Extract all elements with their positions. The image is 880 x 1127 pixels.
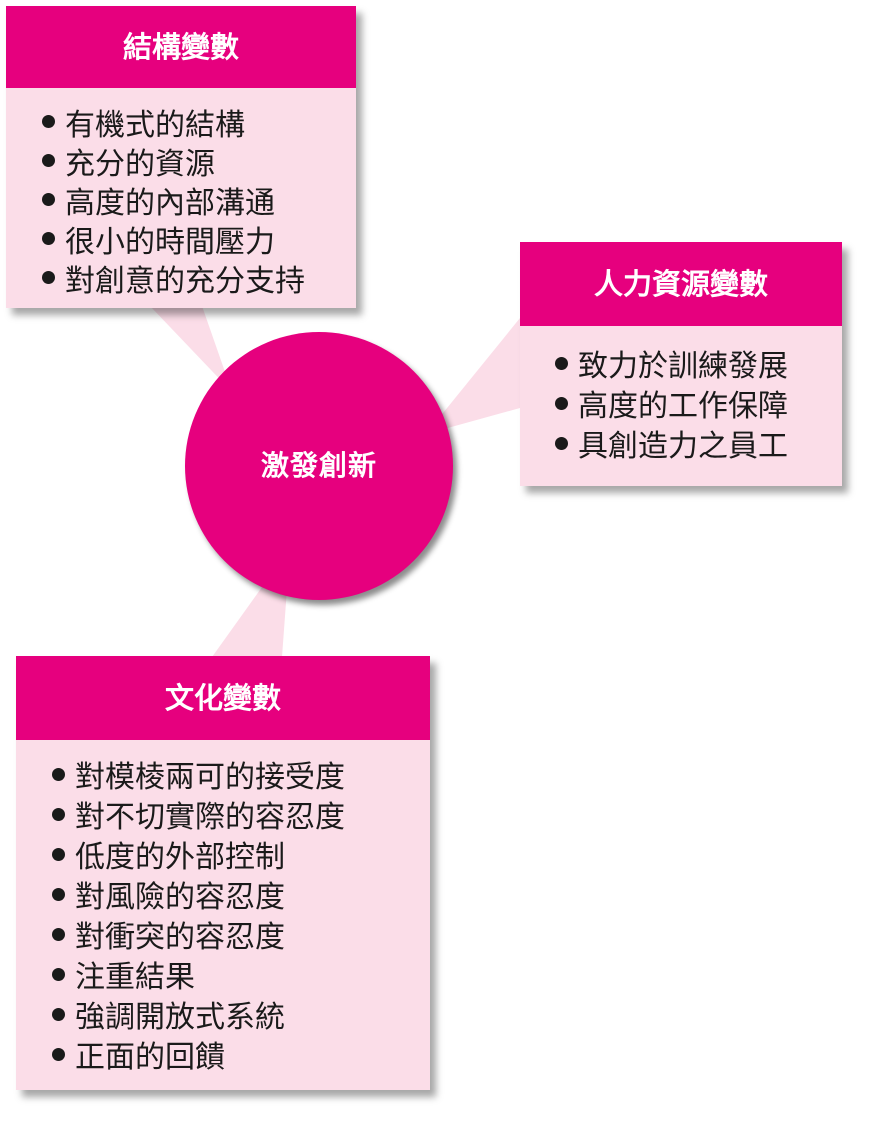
bullet-icon xyxy=(52,887,65,901)
structural-variables-title: 結構變數 xyxy=(6,6,356,88)
bullet-icon xyxy=(52,767,65,781)
bullet-icon xyxy=(42,232,55,245)
bullet-icon xyxy=(42,154,55,167)
center-label: 激發創新 xyxy=(260,449,377,482)
bullet-icon xyxy=(52,847,65,861)
bullet-icon xyxy=(555,356,568,370)
structural-variables-box: 結構變數 有機式的結構 充分的資源 高度的內部溝通 很小的時間壓力 對創意的充分… xyxy=(6,6,356,308)
human-resource-variables-box: 人力資源變數 致力於訓練發展 高度的工作保障 具創造力之員工 xyxy=(520,242,842,486)
list-item: 強調開放式系統 xyxy=(52,994,430,1035)
bullet-icon xyxy=(52,927,65,941)
list-item: 高度的工作保障 xyxy=(555,383,842,424)
list-item: 具創造力之員工 xyxy=(555,423,842,464)
center-node: 激發創新 xyxy=(185,332,453,600)
list-item: 對創意的充分支持 xyxy=(42,258,356,299)
bullet-icon xyxy=(52,967,65,981)
bullet-icon xyxy=(42,115,55,128)
list-item: 對衝突的容忍度 xyxy=(52,914,430,955)
bullet-icon xyxy=(555,436,568,450)
connector-structural xyxy=(150,306,232,392)
bullet-icon xyxy=(42,271,55,284)
list-item: 正面的回饋 xyxy=(52,1034,430,1075)
list-item: 致力於訓練發展 xyxy=(555,343,842,384)
list-item: 對模棱兩可的接受度 xyxy=(52,754,430,795)
bullet-icon xyxy=(555,396,568,410)
cultural-variables-title: 文化變數 xyxy=(16,656,430,740)
human-resource-variables-list: 致力於訓練發展 高度的工作保障 具創造力之員工 xyxy=(520,326,842,464)
list-item: 充分的資源 xyxy=(42,141,356,182)
list-item: 有機式的結構 xyxy=(42,102,356,143)
human-resource-variables-title: 人力資源變數 xyxy=(520,242,842,326)
list-item: 對風險的容忍度 xyxy=(52,874,430,915)
bullet-icon xyxy=(42,193,55,206)
cultural-variables-list: 對模棱兩可的接受度 對不切實際的容忍度 低度的外部控制 對風險的容忍度 對衝突的… xyxy=(16,740,430,1075)
list-item: 很小的時間壓力 xyxy=(42,219,356,260)
list-item: 高度的內部溝通 xyxy=(42,180,356,221)
bullet-icon xyxy=(52,807,65,821)
cultural-variables-box: 文化變數 對模棱兩可的接受度 對不切實際的容忍度 低度的外部控制 對風險的容忍度… xyxy=(16,656,430,1090)
structural-variables-list: 有機式的結構 充分的資源 高度的內部溝通 很小的時間壓力 對創意的充分支持 xyxy=(6,88,356,299)
list-item: 低度的外部控制 xyxy=(52,834,430,875)
list-item: 注重結果 xyxy=(52,954,430,995)
connector-human xyxy=(426,318,520,434)
list-item: 對不切實際的容忍度 xyxy=(52,794,430,835)
bullet-icon xyxy=(52,1047,65,1061)
bullet-icon xyxy=(52,1007,65,1021)
